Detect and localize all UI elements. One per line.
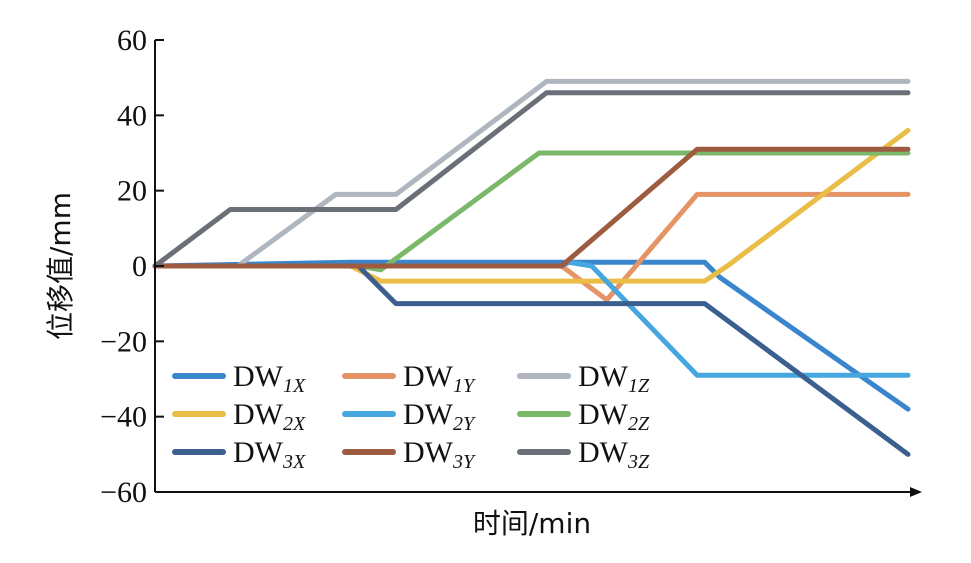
y-axis-title: 位移值/mm xyxy=(44,192,77,340)
series-line-dw3y xyxy=(152,146,911,269)
legend-label-dw1x: DW1X xyxy=(233,360,306,397)
y-tick-label: 40 xyxy=(117,99,147,132)
y-tick-label: 20 xyxy=(117,175,147,208)
y-tick-label: 0 xyxy=(132,250,147,283)
legend-label-dw3z: DW3Z xyxy=(578,436,650,473)
legend-label-dw3x: DW3X xyxy=(233,436,306,473)
legend-label-dw1y: DW1Y xyxy=(403,360,476,397)
y-tick-label: 60 xyxy=(117,24,147,57)
y-ticks: 60 40 20 0 −20 −40 −60 xyxy=(100,24,164,509)
series-layer xyxy=(152,78,911,457)
legend: DW1X DW1Y DW1Z DW2X DW2Y DW2Z DW3X DW3Y DW3Z xyxy=(172,360,650,473)
legend-label-dw2z: DW2Z xyxy=(578,398,650,435)
legend-label-dw2y: DW2Y xyxy=(403,398,476,435)
series-line-dw1z xyxy=(152,78,911,269)
legend-label-dw3y: DW3Y xyxy=(403,436,476,473)
legend-label-dw2x: DW2X xyxy=(233,398,306,435)
series-line-dw1x xyxy=(152,259,911,412)
x-axis-title: 时间/min xyxy=(473,507,591,540)
y-tick-label: −20 xyxy=(100,325,147,358)
y-tick-label: −40 xyxy=(100,401,147,434)
series-line-dw3z xyxy=(152,90,911,269)
y-tick-label: −60 xyxy=(100,476,147,509)
legend-label-dw1z: DW1Z xyxy=(578,360,650,397)
